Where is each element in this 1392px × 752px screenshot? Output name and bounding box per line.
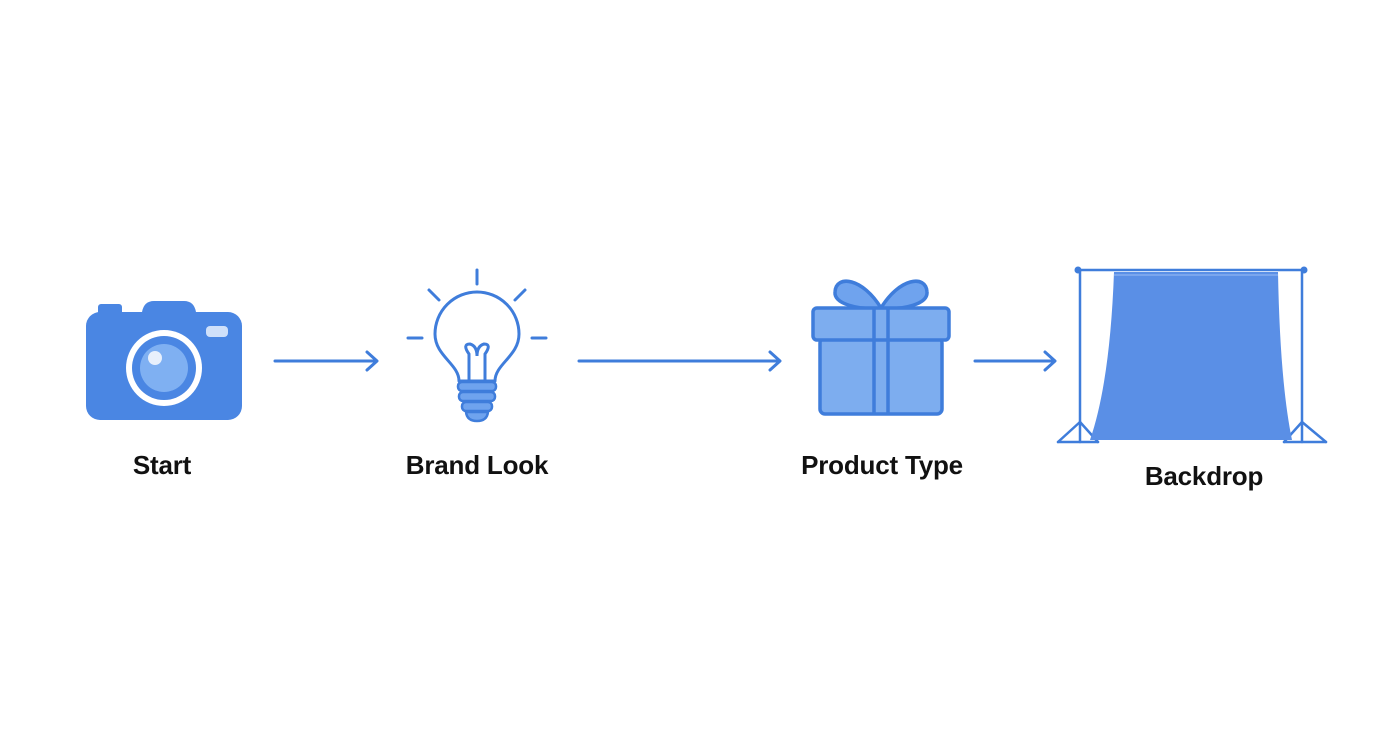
backdrop-stand-icon — [1056, 266, 1328, 444]
gift-box-icon — [811, 279, 951, 416]
camera-icon — [86, 301, 242, 420]
step-label-backdrop: Backdrop — [1144, 461, 1264, 491]
lightbulb-icon — [406, 268, 548, 423]
step-label-start: Start — [132, 450, 192, 480]
step-label-product-type: Product Type — [801, 450, 963, 480]
arrow-1 — [273, 350, 379, 372]
arrow-3 — [973, 350, 1057, 372]
arrow-2 — [577, 350, 782, 372]
step-label-brand-look: Brand Look — [405, 450, 549, 480]
